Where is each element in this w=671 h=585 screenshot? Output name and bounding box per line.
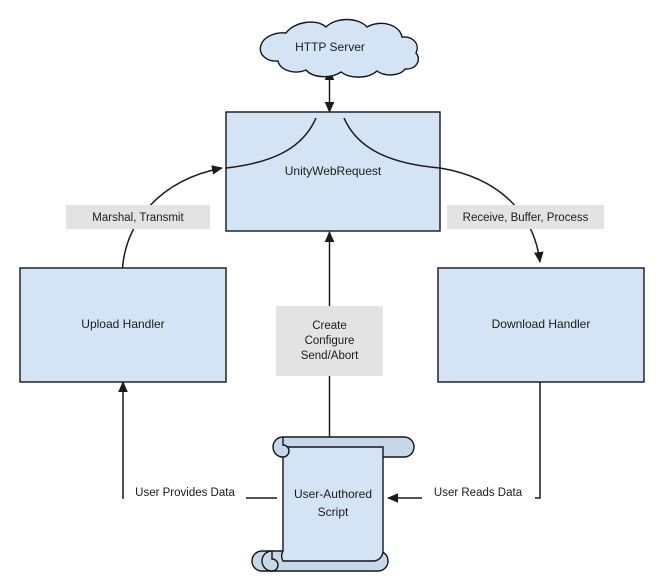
user-script-label-line1: User-Authored — [294, 487, 372, 501]
create-configure-send-line1: Create — [312, 320, 347, 332]
create-configure-send-bg — [276, 306, 383, 376]
user-provides-data-text: User Provides Data — [135, 487, 235, 499]
script-bottom-curl — [261, 550, 279, 572]
create-configure-send-line3: Send/Abort — [301, 350, 359, 362]
create-configure-send-line2: Configure — [305, 335, 355, 347]
user-script-label-line2: Script — [318, 505, 349, 519]
receive-buffer-process-bg — [447, 205, 604, 229]
edge-label-user-provides-data: User Provides Data — [124, 483, 246, 503]
edge-label-marshal-transmit: Marshal, Transmit — [66, 205, 210, 229]
unity-web-request-label: UnityWebRequest — [285, 164, 382, 178]
download-handler-label: Download Handler — [492, 317, 591, 331]
unity-web-request-box — [225, 111, 441, 232]
upload-handler-box — [19, 267, 227, 383]
edge-label-receive-buffer-process: Receive, Buffer, Process — [447, 205, 604, 229]
node-upload-handler[interactable]: Upload Handler — [19, 267, 227, 383]
marshal-transmit-bg — [66, 205, 210, 229]
user-provides-data-bg — [124, 483, 246, 503]
http-server-label: HTTP Server — [295, 40, 365, 54]
script-top-curl — [272, 436, 290, 458]
node-user-script[interactable]: User-Authored Script — [251, 436, 415, 572]
script-sheet — [280, 446, 384, 562]
marshal-transmit-text: Marshal, Transmit — [92, 212, 184, 224]
node-unity-web-request[interactable]: UnityWebRequest — [225, 111, 441, 232]
edge-download-curve-inside — [343, 117, 441, 169]
upload-handler-label: Upload Handler — [81, 317, 164, 331]
edge-request-to-download — [439, 167, 544, 263]
edge-upload-curve-inside — [225, 117, 317, 169]
cloud-shape — [259, 18, 420, 78]
edge-label-user-reads-data: User Reads Data — [422, 483, 535, 503]
download-handler-box — [437, 267, 645, 383]
edge-label-create-configure-send: Create Configure Send/Abort — [276, 306, 383, 376]
node-http-server[interactable]: HTTP Server — [259, 18, 420, 78]
receive-buffer-process-text: Receive, Buffer, Process — [463, 212, 589, 224]
edge-script-to-upload — [118, 381, 277, 499]
user-reads-data-text: User Reads Data — [434, 487, 523, 499]
node-download-handler[interactable]: Download Handler — [437, 267, 645, 383]
user-reads-data-bg — [422, 483, 535, 503]
